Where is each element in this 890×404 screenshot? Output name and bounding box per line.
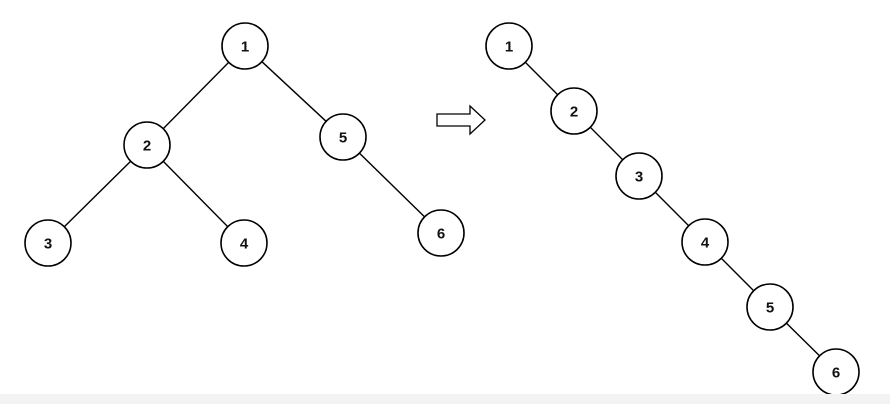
nodes-layer: 1 2 5 3 4 6 1 2 3 4 5 6 [24,22,860,396]
list-edge-f4-f5 [720,257,755,292]
node-label: 2 [143,138,151,155]
node-label: 5 [339,130,347,147]
tree-edge-n2-n3 [63,160,132,228]
list-edge-f1-f2 [524,61,559,96]
node-circle [221,22,269,70]
node-label: 5 [766,300,774,317]
node-circle [417,209,465,257]
list-edge-f2-f3 [589,126,624,161]
list-edge-f3-f4 [654,191,690,227]
list-edge-f5-f6 [785,322,821,357]
list-node-3: 3 [615,152,663,200]
list-node-4: 4 [681,218,729,266]
node-circle [550,87,598,135]
node-circle [220,219,268,267]
node-circle [24,219,72,267]
tree-edge-n1-n2 [162,61,230,130]
tree-edge-n2-n4 [162,160,229,228]
node-circle [485,22,533,70]
right-arrow-icon [436,104,486,136]
edges-layer [63,61,821,357]
node-circle [615,152,663,200]
tree-edge-n1-n5 [261,61,327,122]
node-label: 1 [241,39,249,56]
node-circle [681,218,729,266]
node-circle [123,121,171,169]
tree-node-5: 5 [319,113,367,161]
tree-node-6: 6 [417,209,465,257]
tree-edge-n5-n6 [358,152,426,218]
tree-node-2: 2 [123,121,171,169]
node-label: 1 [505,39,513,56]
node-label: 6 [832,365,840,382]
node-circle [319,113,367,161]
list-node-2: 2 [550,87,598,135]
tree-node-1: 1 [221,22,269,70]
tree-node-3: 3 [24,219,72,267]
tree-node-4: 4 [220,219,268,267]
node-label: 2 [570,104,578,121]
list-node-5: 5 [746,283,794,331]
node-label: 3 [44,236,52,253]
footer-strip [0,394,890,404]
node-label: 3 [635,169,643,186]
list-node-6: 6 [812,348,860,396]
node-circle [746,283,794,331]
list-node-1: 1 [485,22,533,70]
node-label: 4 [701,235,710,252]
node-label: 6 [437,226,445,243]
node-label: 4 [240,236,249,253]
